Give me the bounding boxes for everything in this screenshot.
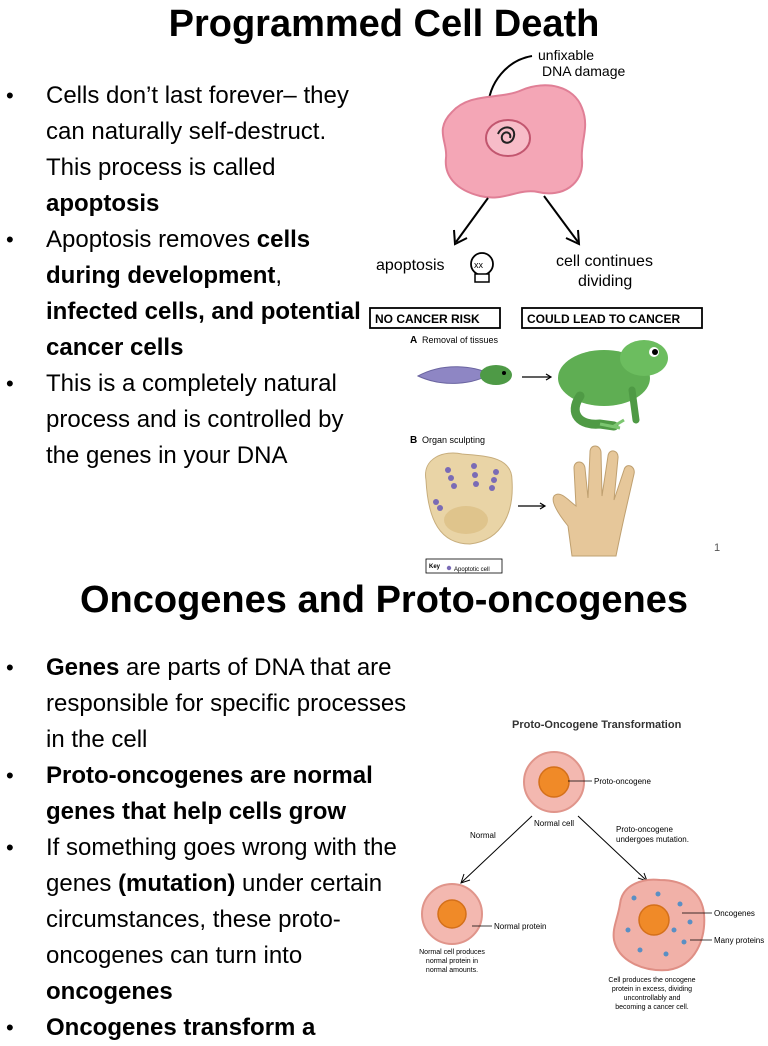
proto-oncogene-figure: Proto-Oncogene Transformation Proto-onco… — [419, 719, 764, 1011]
damage-label-line2: DNA damage — [542, 63, 625, 79]
top-nucleus — [538, 766, 570, 798]
slide1-bullet-1: Cells don’t last forever– they can natur… — [0, 78, 372, 222]
slide1-bullet-1-part-1: Cells don’t last forever– they can natur… — [46, 82, 349, 181]
slide2-bullet-1: Genes are parts of DNA that are responsi… — [0, 650, 410, 758]
slide2-bullet-2: Proto-oncogenes are normal genes that he… — [0, 758, 410, 830]
apoptosis-label: apoptosis — [376, 257, 445, 274]
proto-label: Proto-oncogene — [594, 777, 651, 786]
cell-nucleus — [485, 119, 531, 157]
svg-text:xx: xx — [474, 260, 484, 270]
panel-a-letter: A — [410, 335, 417, 346]
slide2-bullet-4-part-1: Oncogenes transform a — [46, 1014, 316, 1041]
mutation-label-line2: undergoes mutation. — [616, 835, 689, 844]
panel-b-label: Organ sculpting — [422, 435, 485, 445]
cancer-box — [521, 307, 703, 329]
key-title: Key — [429, 564, 441, 570]
could-cancer-label: COULD LEAD TO CANCER — [527, 312, 680, 326]
slide1-bullet-1-part-2: apoptosis — [46, 190, 160, 217]
damage-label-line1: unfixable — [538, 47, 594, 63]
cancer-caption-line4: becoming a cancer cell. — [615, 1004, 689, 1011]
slide2-bullet-2-part-1: Proto-oncogenes are normal genes that he… — [46, 762, 373, 825]
slide2-title: Oncogenes and Proto-oncogenes — [79, 579, 689, 621]
normal-protein-label: Normal protein — [494, 922, 546, 931]
slide1-title: Programmed Cell Death — [168, 3, 600, 45]
oncogenes-label: Oncogenes — [714, 909, 755, 918]
arrow-to-apoptosis — [455, 197, 489, 243]
panel-b-letter: B — [410, 435, 417, 446]
skull-icon: xx — [470, 252, 494, 283]
slide2-bullet-3-part-3: under certain circumstances, these proto… — [46, 870, 383, 969]
key-label: Apoptotic cell — [454, 567, 490, 573]
slide2-bullet-3-part-1: If something goes wrong with the genes — [46, 834, 397, 897]
many-proteins-label: Many proteins — [714, 936, 764, 945]
figure-title: Proto-Oncogene Transformation — [512, 719, 682, 731]
slide2-bullet-3-part-2: (mutation) — [118, 870, 236, 897]
slide1-bullet-2-part-3: , — [275, 262, 283, 289]
slide2-bullet-list: Genes are parts of DNA that are responsi… — [0, 650, 410, 1046]
apoptosis-diagram: unfixable DNA damage apoptosis xx cell c… — [369, 47, 703, 329]
dividing-label-line2: dividing — [578, 273, 632, 290]
no-cancer-box — [369, 307, 501, 329]
slide2-bullet-3-part-4: oncogenes — [46, 978, 173, 1005]
mutation-path-arrow — [577, 815, 647, 881]
slide1-bullet-list: Cells don’t last forever– they can natur… — [0, 78, 372, 474]
cancer-nucleus — [638, 904, 670, 936]
normal-caption-line3: normal amounts. — [426, 967, 478, 974]
apoptotic-cell-icon — [446, 565, 452, 571]
slide2-bullet-1-part-2: are parts of DNA that are responsible fo… — [46, 654, 407, 753]
dividing-label-line1: cell continues — [556, 253, 653, 270]
hand-image — [552, 445, 635, 557]
slide2-bullet-1-part-1: Genes — [46, 654, 120, 681]
normal-cell-label: Normal cell — [534, 819, 574, 828]
slide2-bullet-3: If something goes wrong with the genes (… — [0, 830, 410, 1010]
slide2-bullet-4: Oncogenes transform a — [0, 1010, 410, 1046]
no-cancer-label: NO CANCER RISK — [375, 312, 480, 326]
page-number: 1 — [714, 542, 721, 554]
normal-path-arrow — [461, 815, 533, 883]
normal-caption-line1: Normal cell produces — [419, 949, 485, 956]
normal-product-nucleus — [437, 899, 467, 929]
mutation-label-line1: Proto-oncogene — [616, 825, 673, 834]
frog-image — [558, 340, 668, 431]
slide1-bullet-2-part-2: cells during development — [46, 226, 311, 289]
slide1-bullet-3: This is a completely natural process and… — [0, 366, 372, 474]
slide1-bullet-2-part-1: Apoptosis removes — [46, 226, 257, 253]
limb-paddle-image — [425, 452, 513, 545]
cancer-caption-line3: uncontrollably and — [624, 995, 681, 1002]
normal-path-label: Normal — [470, 831, 496, 840]
cancer-caption-line1: Cell produces the oncogene — [608, 977, 695, 984]
key-box — [425, 558, 503, 574]
damaged-dna — [497, 126, 516, 144]
cancer-caption-line2: protein in excess, dividing — [612, 986, 692, 993]
slide1-bullet-2-part-4: infected cells, and potential cancer cel… — [46, 298, 361, 361]
normal-caption-line2: normal protein in — [426, 958, 478, 965]
apoptosis-development-figure: A Removal of tissues B Organ sculpting K… — [410, 335, 668, 574]
panel-a-label: Removal of tissues — [422, 335, 499, 345]
slide1-bullet-3-part-1: This is a completely natural process and… — [46, 370, 344, 469]
tadpole-image — [416, 365, 512, 385]
arrow-to-dividing — [543, 195, 579, 243]
slide1-bullet-2: Apoptosis removes cells during developme… — [0, 222, 372, 366]
excess-proteins — [625, 891, 693, 957]
